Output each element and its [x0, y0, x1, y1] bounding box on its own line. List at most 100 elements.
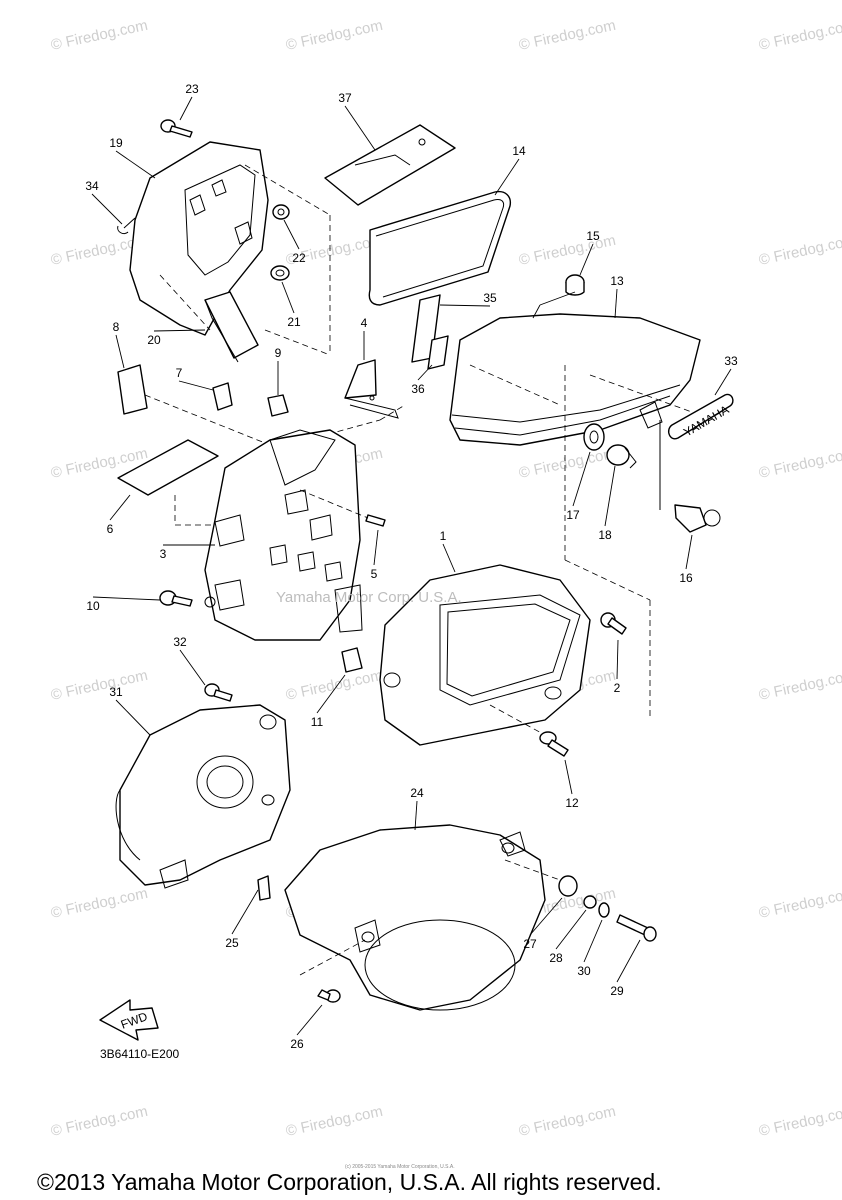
part-labels: 1234567891011121314151617181920212223242…: [85, 82, 738, 1051]
watermark-text: © Firedog.com: [757, 667, 842, 704]
watermark-text: © Firedog.com: [757, 232, 842, 269]
diagram-code: 3B64110-E200: [100, 1047, 180, 1061]
part-number-label: 9: [275, 346, 282, 360]
part-number-label: 22: [292, 251, 306, 265]
part-27-grommet: [558, 875, 578, 897]
part-13-side-cover: [449, 313, 701, 720]
part-number-label: 7: [176, 366, 183, 380]
part-number-label: 1: [440, 529, 447, 543]
leader-line: [109, 494, 131, 521]
leader-line: [414, 800, 418, 831]
watermark-text: © Firedog.com: [517, 17, 617, 54]
part-number-label: 20: [147, 333, 161, 347]
part-33-emblem: YAMAHA: [668, 393, 734, 440]
part-37-pad: [324, 124, 456, 206]
part-number-label: 29: [610, 984, 624, 998]
part-number-label: 33: [724, 354, 738, 368]
leader-line: [494, 158, 520, 196]
leader-line: [178, 380, 214, 391]
leader-line: [572, 451, 591, 507]
part-number-label: 2: [614, 681, 621, 695]
part-number-label: 23: [185, 82, 199, 96]
watermark-text: © Firedog.com: [517, 445, 617, 482]
leader-line: [115, 699, 151, 736]
part-number-label: 16: [679, 571, 693, 585]
part-16-lock: [659, 420, 721, 533]
part-11-nut: [341, 647, 363, 673]
part-number-label: 14: [512, 144, 526, 158]
watermark-text: © Firedog.com: [517, 232, 617, 269]
leader-line: [616, 639, 619, 680]
part-number-label: 18: [598, 528, 612, 542]
watermark-text: © Firedog.com: [49, 17, 149, 54]
part-24-lower-cover: [284, 824, 561, 1011]
part-14-side-panel: [368, 190, 512, 306]
part-number-label: 32: [173, 635, 187, 649]
watermark-text: © Firedog.com: [284, 17, 384, 54]
watermark-text: © Firedog.com: [284, 667, 384, 704]
part-9-nut: [267, 394, 289, 417]
watermark-text: © Firedog.com: [517, 1103, 617, 1140]
part-15-grommet: [565, 274, 585, 296]
part-20-foam: [204, 291, 259, 363]
part-29-bolt: [616, 914, 657, 942]
part-7-clip: [212, 382, 233, 411]
fine-print: (c) 2005-2015 Yamaha Motor Corporation, …: [345, 1164, 455, 1170]
leader-line: [555, 909, 587, 950]
part-32-bolt: [204, 683, 233, 702]
part-number-label: 4: [361, 316, 368, 330]
leader-line: [442, 543, 456, 573]
part-2-bolt: [600, 612, 627, 635]
leader-line: [179, 649, 206, 686]
part-number-label: 26: [290, 1037, 304, 1051]
part-number-label: 15: [586, 229, 600, 243]
part-number-label: 31: [109, 685, 123, 699]
leader-line: [115, 150, 156, 179]
part-12-bolt: [539, 731, 569, 757]
part-31-sprocket-cover: [115, 704, 291, 889]
part-number-label: 6: [107, 522, 114, 536]
watermark-text: © Firedog.com: [757, 17, 842, 54]
part-28-collar: [583, 895, 597, 909]
part-number-label: 24: [410, 786, 424, 800]
leader-line: [296, 1004, 323, 1036]
watermark-text: © Firedog.com: [757, 445, 842, 482]
leader-line: [583, 919, 603, 963]
part-18-collar: [606, 444, 637, 469]
leader-line: [231, 889, 259, 935]
leader-line: [616, 939, 641, 983]
part-1-air-duct: [379, 564, 591, 746]
leader-line: [604, 465, 616, 527]
part-3-airbox: [204, 429, 363, 641]
leader-lines: [91, 96, 732, 1036]
part-number-label: 21: [287, 315, 301, 329]
part-36-pad: [427, 335, 449, 370]
leader-line: [579, 243, 594, 276]
part-number-label: 35: [483, 291, 497, 305]
leader-line: [115, 334, 125, 369]
part-number-label: 12: [565, 796, 579, 810]
leader-line: [283, 219, 300, 250]
leader-line: [529, 897, 563, 936]
leader-line: [685, 534, 693, 570]
leader-line: [344, 105, 376, 151]
watermark-text: © Firedog.com: [49, 1103, 149, 1140]
leader-line: [316, 674, 346, 714]
part-10-bolt: [159, 590, 193, 607]
part-4-bracket: [344, 359, 399, 419]
part-21-grommet: [270, 265, 290, 281]
part-6-pad: [117, 439, 219, 496]
part-number-label: 27: [523, 937, 537, 951]
part-30-washer: [598, 902, 610, 918]
leader-line: [91, 193, 123, 225]
part-number-label: 10: [86, 599, 100, 613]
part-number-label: 13: [610, 274, 624, 288]
part-number-label: 3: [160, 547, 167, 561]
part-26-bolt: [317, 989, 341, 1003]
part-number-label: 17: [566, 508, 580, 522]
leader-line: [417, 364, 433, 381]
watermark-text: © Firedog.com: [49, 667, 149, 704]
part-number-label: 19: [109, 136, 123, 150]
leader-line: [373, 529, 379, 566]
